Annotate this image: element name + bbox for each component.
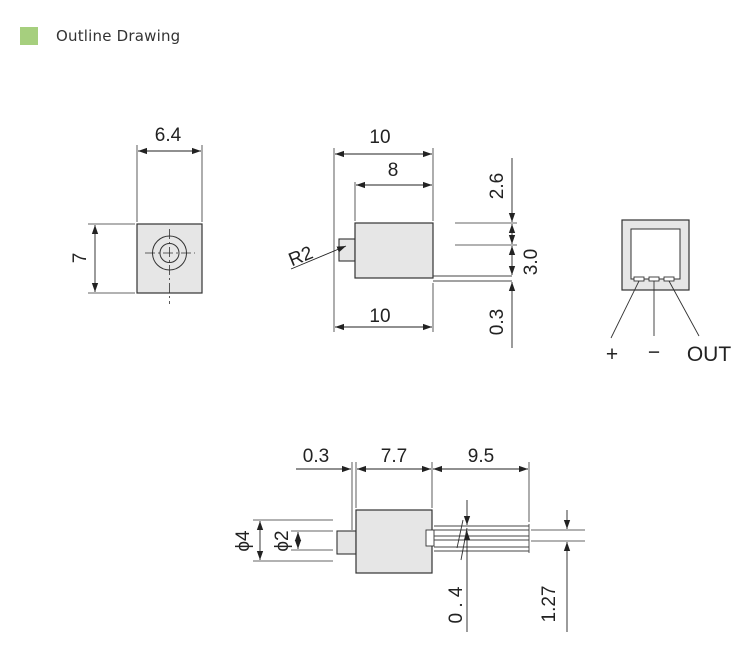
section-marker (20, 27, 38, 45)
pin-label-minus: − (648, 341, 660, 364)
pin-pad-plus (633, 276, 645, 282)
side-radius-label: R2 (286, 243, 316, 272)
front-height-label: 7 (70, 253, 91, 264)
bottom-body (355, 509, 433, 574)
bottom-pin-block (425, 529, 435, 547)
bottom-view: 0.3 7.7 9.5 ϕ4 ϕ2 0 . 4 1.27 (233, 446, 585, 632)
side-length-top-label: 10 (369, 127, 390, 148)
pin-label-plus: + (606, 343, 618, 366)
bottom-phi4-label: ϕ4 (233, 530, 254, 552)
bottom-body-label: 7.7 (381, 446, 407, 467)
bottom-nose (336, 530, 357, 555)
side-nose (338, 238, 356, 262)
pin-pad-minus (648, 276, 660, 282)
section-header: Outline Drawing (20, 26, 180, 46)
front-width-label: 6.4 (155, 125, 182, 146)
section-title: Outline Drawing (56, 27, 181, 45)
bottom-pin-width-label: 0 . 4 (446, 586, 467, 623)
bottom-pitch-label: 1.27 (539, 586, 560, 623)
bottom-phi2-label: ϕ2 (272, 530, 293, 551)
front-view: 6.4 7 (70, 125, 203, 304)
side-dim-0-3-label: 0.3 (487, 309, 508, 335)
side-body (354, 222, 434, 279)
pin-label-out: OUT (687, 343, 732, 366)
bottom-flange-label: 0.3 (303, 446, 329, 467)
side-dim-2-6-label: 2.6 (487, 173, 508, 199)
side-view: 10 8 10 R2 2.6 3.0 0.3 (286, 127, 542, 348)
pin-pad-out (663, 276, 675, 282)
side-body-length-label: 8 (388, 160, 399, 181)
bottom-pins-label: 9.5 (468, 446, 494, 467)
side-length-bottom-label: 10 (369, 306, 390, 327)
side-dim-3-0-label: 3.0 (521, 249, 542, 275)
end-view: + − OUT (606, 219, 732, 366)
end-window (630, 228, 681, 280)
